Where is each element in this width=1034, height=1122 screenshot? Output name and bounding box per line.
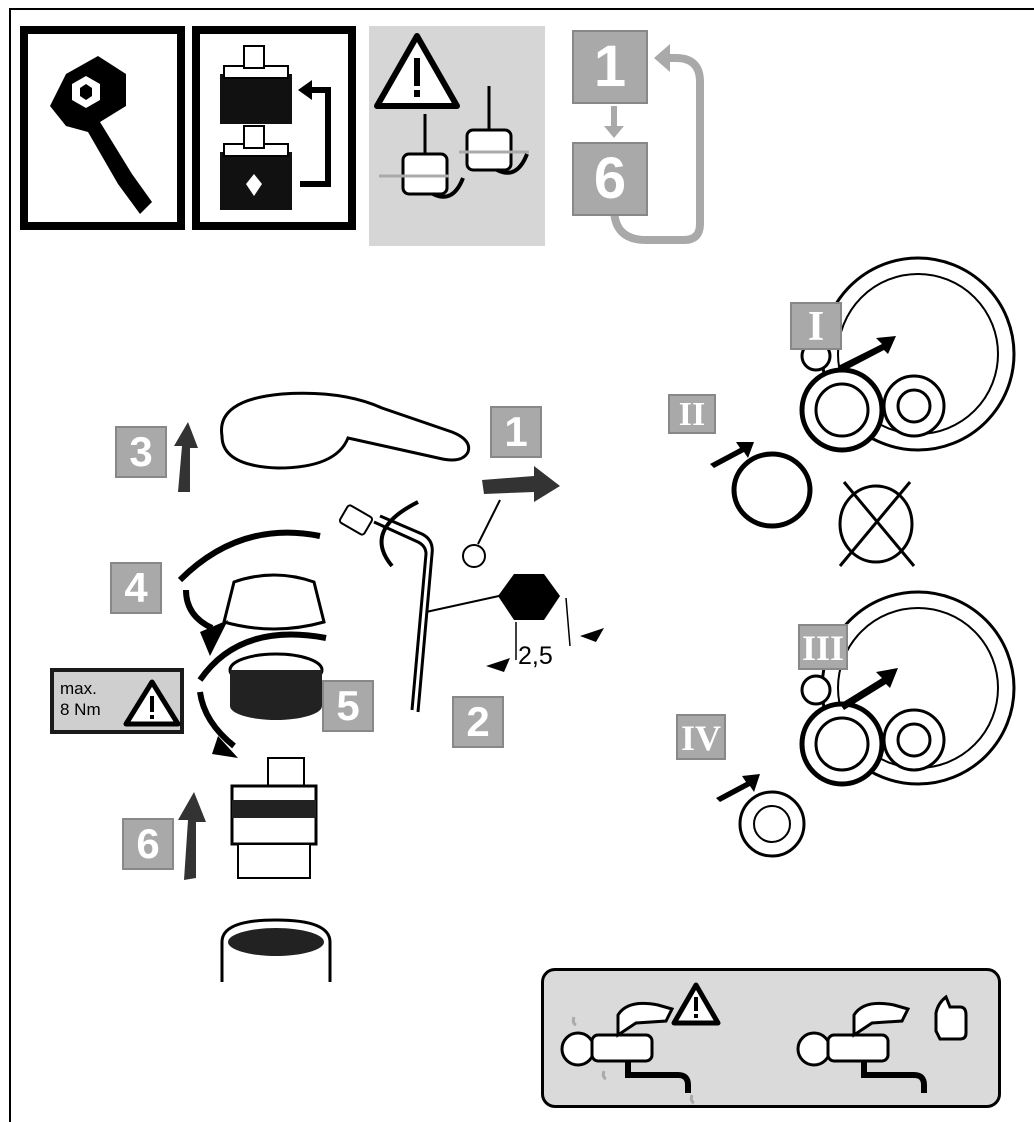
cartridge-replace-icon — [200, 34, 350, 224]
step-4-badge: 4 — [110, 562, 162, 614]
step-I-badge: I — [790, 302, 842, 350]
sequence-start-badge: 1 — [572, 30, 648, 104]
shutoff-valves-panel — [369, 26, 545, 246]
sequence-end-badge: 6 — [572, 142, 648, 216]
step-1-badge: 1 — [490, 406, 542, 458]
step-6-badge: 6 — [122, 818, 174, 870]
leak-check-panel — [541, 968, 1001, 1108]
wrench-icon — [28, 34, 178, 224]
leak-check-illustration — [544, 971, 1004, 1111]
step-3-badge: 3 — [115, 426, 167, 478]
step-5-badge: 5 — [322, 680, 374, 732]
exploded-view-illustration — [0, 260, 660, 980]
torque-note-text: max. 8 Nm — [60, 678, 101, 720]
warning-triangle-icon — [122, 678, 182, 728]
torque-warning-box: max. 8 Nm — [50, 668, 184, 734]
seal-detail-illustration — [700, 258, 1030, 878]
cartridge-panel — [192, 26, 356, 230]
warning-shutoff-valves-icon — [369, 26, 545, 246]
step-III-badge: III — [798, 624, 848, 670]
repeat-sequence-panel: 1 6 — [570, 30, 710, 244]
step-II-badge: II — [668, 394, 716, 434]
step-IV-badge: IV — [676, 714, 726, 760]
step-2-badge: 2 — [452, 696, 504, 748]
tool-panel — [20, 26, 185, 230]
hex-key-size-label: 2,5 — [518, 642, 553, 671]
